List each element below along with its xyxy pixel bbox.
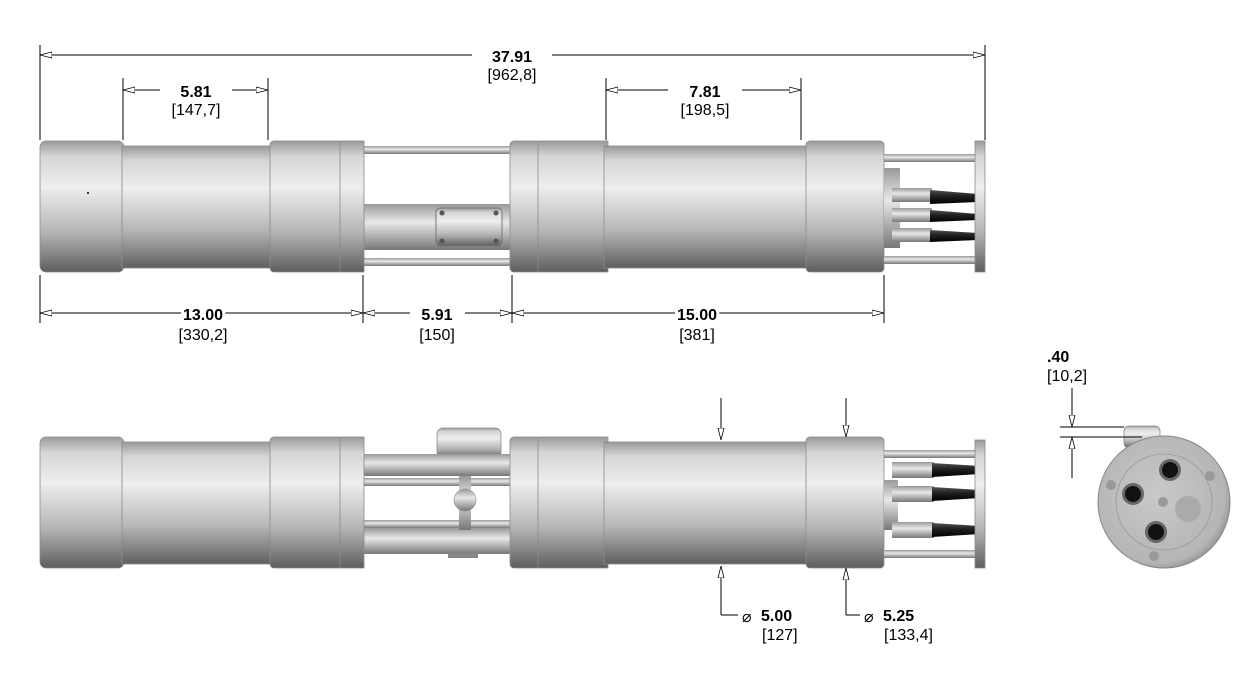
connector-assembly (884, 140, 986, 273)
dim-left-body-mm: [147,7] (172, 102, 221, 119)
dim-diameter-end-mm: [133,4] (884, 627, 933, 644)
right-housing (509, 140, 885, 273)
dim-overall-length: 37.91 (492, 49, 532, 66)
dim-tab-height: .40 (1047, 349, 1069, 366)
tie-rod (360, 146, 516, 154)
dim-left-housing-mm: [330,2] (179, 327, 228, 344)
left-housing (39, 436, 365, 569)
diameter-symbol: ⌀ (864, 609, 874, 626)
dim-right-body-mm: [198,5] (681, 102, 730, 119)
dim-tab-height-mm: [10,2] (1047, 368, 1087, 385)
top-tab (436, 427, 502, 459)
dim-gap-mm: [150] (419, 327, 455, 344)
dim-right-housing: 15.00 (677, 307, 717, 324)
dimension-labels: 37.91 [962,8] 5.81 [147,7] 7.81 [198,5] … (172, 49, 1088, 644)
dim-gap: 5.91 (421, 307, 452, 324)
connector-assembly (884, 439, 986, 569)
dimension-lines (39, 45, 1142, 616)
end-flange (974, 140, 986, 273)
right-housing (509, 436, 885, 569)
top-view (39, 140, 986, 273)
dim-diameter-body-mm: [127] (762, 627, 798, 644)
tie-rod (360, 258, 516, 266)
dim-left-body: 5.81 (180, 84, 211, 101)
dim-diameter-body: 5.00 (761, 608, 792, 625)
dim-right-housing-mm: [381] (679, 327, 715, 344)
cover-plate (435, 207, 503, 247)
end-view (1097, 425, 1231, 569)
end-flange (974, 439, 986, 569)
dim-left-housing: 13.00 (183, 307, 223, 324)
dim-overall-length-mm: [962,8] (488, 67, 537, 84)
ball-joint (453, 488, 477, 512)
diameter-symbol: ⌀ (742, 609, 752, 626)
dim-diameter-end: 5.25 (883, 608, 914, 625)
side-view (39, 427, 986, 569)
dim-right-body: 7.81 (689, 84, 720, 101)
left-housing (39, 140, 365, 273)
